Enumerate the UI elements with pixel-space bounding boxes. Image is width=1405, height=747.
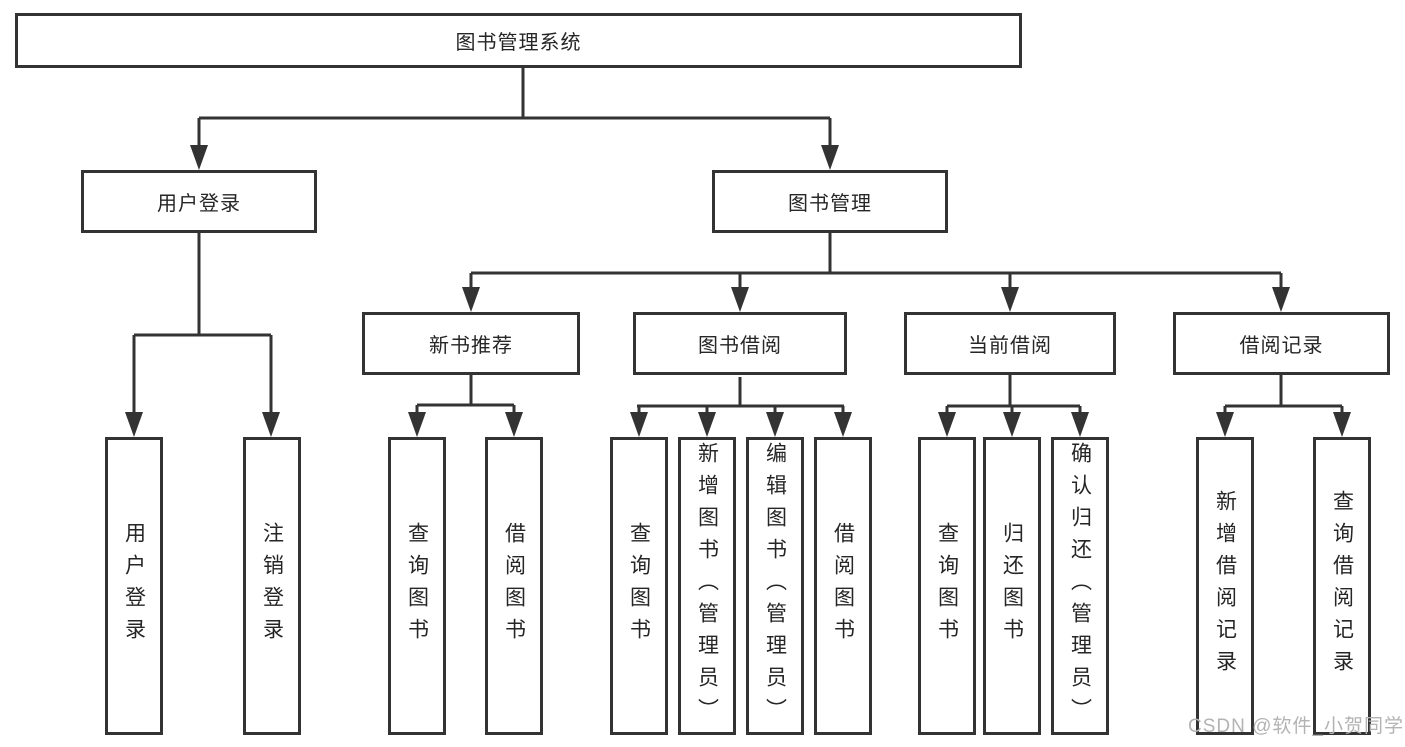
node-user-login: 用户登录 <box>81 170 317 233</box>
leaf-records-query-record-label: 查询借阅记录 <box>1330 490 1354 682</box>
node-current-borrow-label: 当前借阅 <box>968 335 1052 357</box>
leaf-logout: 注销登录 <box>243 437 301 735</box>
leaf-logout-label: 注销登录 <box>260 522 284 650</box>
leaf-current-query-books-label: 查询图书 <box>935 522 959 650</box>
leaf-user-login: 用户登录 <box>105 437 163 735</box>
node-borrow-records: 借阅记录 <box>1173 312 1390 375</box>
leaf-user-login-label: 用户登录 <box>122 522 146 650</box>
leaf-borrow-add-books-admin-label: 新增图书（管理员） <box>695 442 719 730</box>
leaf-recommend-query-books: 查询图书 <box>388 437 446 735</box>
node-new-book-recommend: 新书推荐 <box>362 312 580 375</box>
leaf-current-return-books: 归还图书 <box>983 437 1041 735</box>
leaf-borrow-query-books: 查询图书 <box>610 437 668 735</box>
node-book-borrow-label: 图书借阅 <box>698 335 782 357</box>
node-book-borrow: 图书借阅 <box>633 312 847 375</box>
node-new-book-recommend-label: 新书推荐 <box>429 335 513 357</box>
leaf-recommend-borrow-books: 借阅图书 <box>485 437 543 735</box>
node-current-borrow: 当前借阅 <box>904 312 1116 375</box>
node-book-management: 图书管理 <box>712 170 948 233</box>
leaf-borrow-borrow-books: 借阅图书 <box>814 437 872 735</box>
leaf-current-confirm-return-admin: 确认归还（管理员） <box>1051 437 1109 735</box>
leaf-current-return-books-label: 归还图书 <box>1000 522 1024 650</box>
leaf-borrow-borrow-books-label: 借阅图书 <box>831 522 855 650</box>
leaf-borrow-query-books-label: 查询图书 <box>627 522 651 650</box>
leaf-records-add-record-label: 新增借阅记录 <box>1213 490 1237 682</box>
leaf-records-add-record: 新增借阅记录 <box>1196 437 1254 735</box>
leaf-current-query-books: 查询图书 <box>918 437 976 735</box>
node-root-system-label: 图书管理系统 <box>455 32 582 54</box>
node-borrow-records-label: 借阅记录 <box>1239 335 1324 357</box>
leaf-borrow-edit-books-admin-label: 编辑图书（管理员） <box>763 442 787 730</box>
watermark: CSDN @软件_小贺同学 <box>1188 716 1404 737</box>
node-root-system: 图书管理系统 <box>15 13 1022 68</box>
leaf-recommend-query-books-label: 查询图书 <box>405 522 429 650</box>
leaf-records-query-record: 查询借阅记录 <box>1313 437 1371 735</box>
node-book-management-label: 图书管理 <box>788 193 872 215</box>
leaf-borrow-edit-books-admin: 编辑图书（管理员） <box>746 437 804 735</box>
node-user-login-label: 用户登录 <box>157 193 241 215</box>
leaf-borrow-add-books-admin: 新增图书（管理员） <box>678 437 736 735</box>
leaf-recommend-borrow-books-label: 借阅图书 <box>502 522 526 650</box>
leaf-current-confirm-return-admin-label: 确认归还（管理员） <box>1068 442 1092 730</box>
